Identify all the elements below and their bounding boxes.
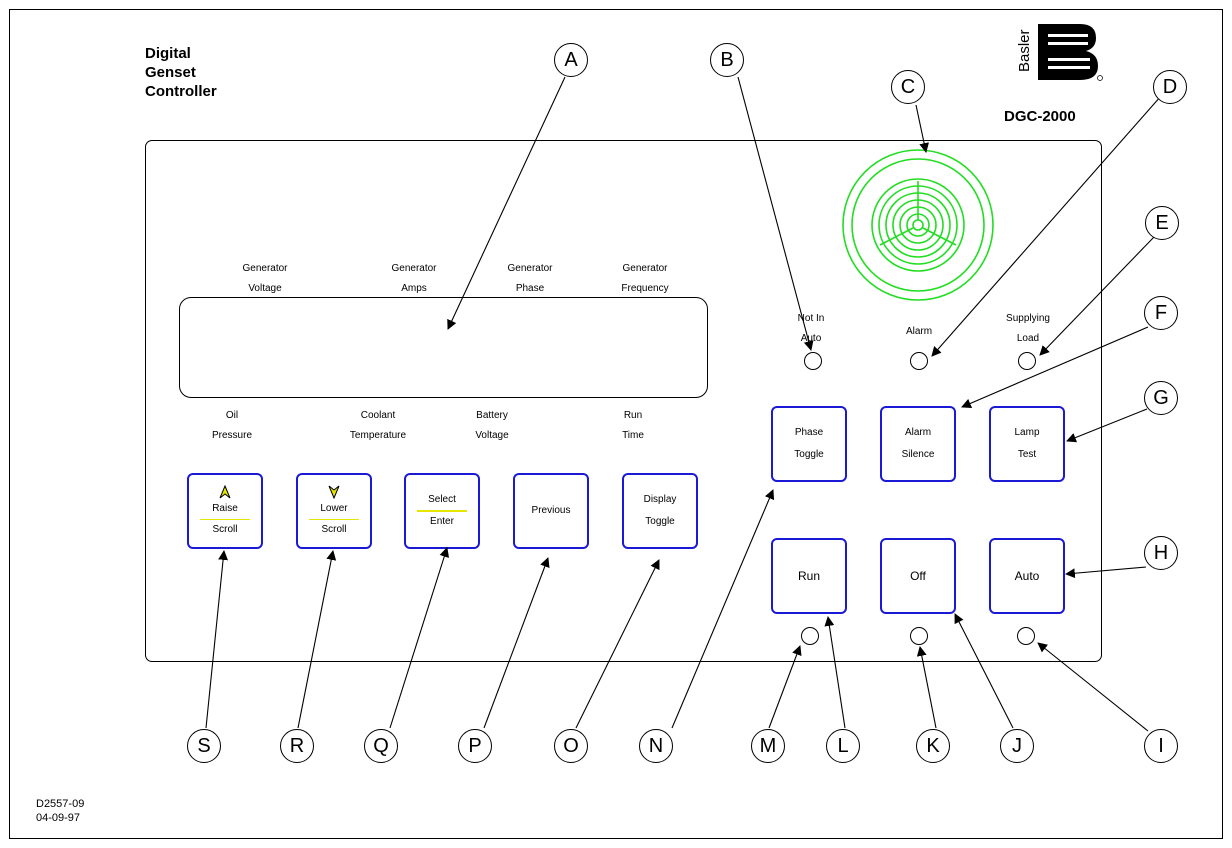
button-separator [417,510,467,512]
callout-b: B [710,43,744,77]
callout-a: A [554,43,588,77]
callout-d: D [1153,70,1187,104]
callout-s: S [187,729,221,763]
supplying-load-led [1018,352,1036,370]
up-arrow-icon [219,484,231,499]
leader-line-m [768,645,802,729]
label-coolant-temperature: Coolant Temperature [349,410,407,441]
model-number: DGC-2000 [1004,108,1076,125]
lcd-display [179,297,708,398]
label-run-time: Run Time [622,410,644,441]
front-panel [145,140,1102,662]
lower-scroll-button[interactable]: Lower Scroll [296,473,372,549]
callout-r: R [280,729,314,763]
label-alarm: Alarm [905,326,933,337]
callout-l: L [826,729,860,763]
callout-p: P [458,729,492,763]
auto-button[interactable]: Auto [989,538,1065,614]
basler-logo: Basler [1016,22,1104,82]
raise-scroll-button[interactable]: Raise Scroll [187,473,263,549]
run-button[interactable]: Run [771,538,847,614]
leader-line-c [915,104,929,153]
leader-line-a [447,76,566,330]
callout-f: F [1144,296,1178,330]
callout-i: I [1144,729,1178,763]
title-line-2: Genset [145,64,196,81]
leader-line-f [961,326,1149,409]
basler-b-mark-icon [1038,24,1103,81]
leader-line-j [954,613,1014,729]
lamp-test-button[interactable]: Lamp Test [989,406,1065,482]
alarm-led [910,352,928,370]
label-supplying-load: Supplying Load [1006,313,1050,344]
label-oil-pressure: Oil Pressure [211,410,253,441]
auto-led [1017,627,1035,645]
leader-line-l [824,616,846,729]
label-generator-voltage: Generator Voltage [242,263,288,294]
down-arrow-icon [328,485,340,499]
leader-line-k [916,646,937,729]
leader-line-p [483,557,550,729]
callout-h: H [1144,536,1178,570]
leader-line-n [671,489,775,729]
drawing-number: D2557-09 04-09-97 [36,798,85,824]
run-led [801,627,819,645]
callout-q: Q [364,729,398,763]
leader-line-i [1037,642,1149,732]
leader-line-b [737,76,814,351]
not-in-auto-led [804,352,822,370]
title-line-1: Digital [145,45,191,62]
callout-e: E [1145,206,1179,240]
callout-m: M [751,729,785,763]
alarm-silence-button[interactable]: Alarm Silence [880,406,956,482]
callout-k: K [916,729,950,763]
label-generator-frequency: Generator Frequency [621,263,669,294]
callout-c: C [891,70,925,104]
leader-line-s [205,550,229,729]
callout-o: O [554,729,588,763]
display-toggle-button[interactable]: Display Toggle [622,473,698,549]
off-button[interactable]: Off [880,538,956,614]
button-separator [200,518,250,521]
button-separator [309,518,359,521]
label-generator-phase: Generator Phase [507,263,553,294]
leader-line-r [297,550,337,729]
title-line-3: Controller [145,83,217,100]
leader-line-d [931,95,1162,357]
drawing-frame [9,9,1223,839]
phase-toggle-button[interactable]: Phase Toggle [771,406,847,482]
previous-button[interactable]: Previous [513,473,589,549]
select-enter-button[interactable]: Select Enter [404,473,480,549]
product-title: Digital Genset Controller [145,44,217,101]
leader-line-h [1065,566,1147,579]
leader-line-e [1039,236,1155,356]
label-battery-voltage: Battery Voltage [475,410,509,441]
label-generator-amps: Generator Amps [391,263,437,294]
leader-line-g [1066,408,1148,443]
leader-line-q [389,547,450,729]
leader-line-o [575,559,660,729]
alarm-horn-icon [842,149,994,301]
callout-g: G [1144,381,1178,415]
callout-j: J [1000,729,1034,763]
callout-n: N [639,729,673,763]
off-led [910,627,928,645]
label-not-in-auto: Not In Auto [797,313,825,344]
